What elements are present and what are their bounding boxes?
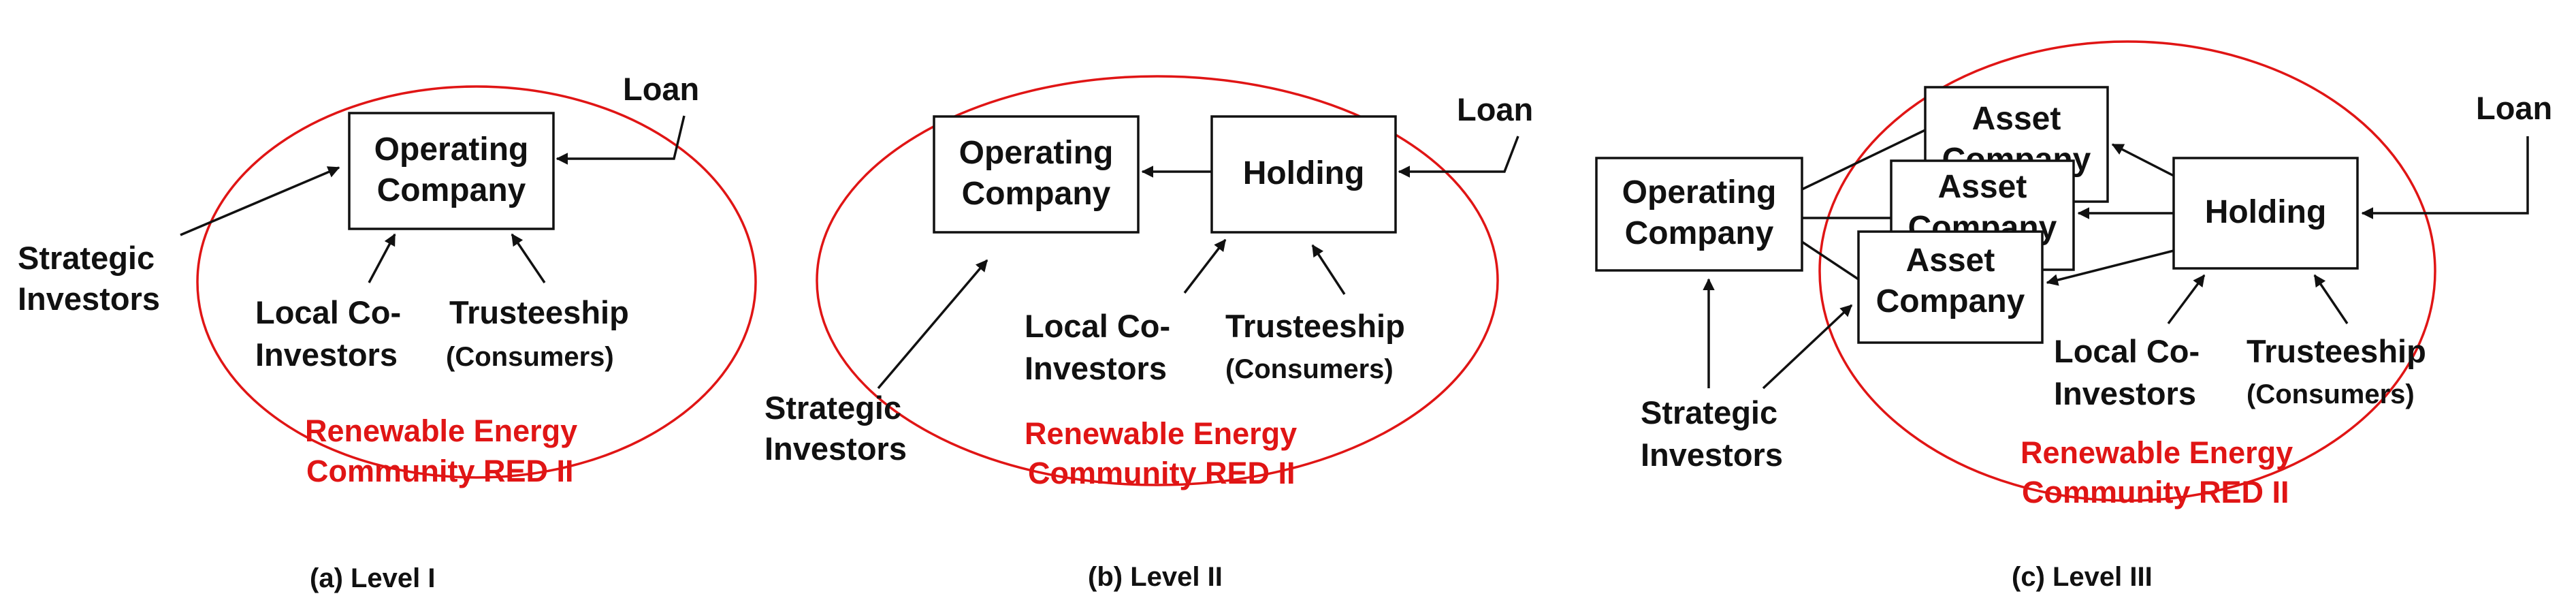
holding-to-asset-arrow-3: [2046, 249, 2174, 286]
strategic-investors-label-1: Strategic: [18, 240, 155, 276]
operating-to-asset-line-1: [1801, 128, 1927, 191]
operating-company-label-2: Company: [377, 172, 526, 208]
strategic-investors-label-1: Strategic: [1641, 394, 1777, 430]
asset-company-3-label-1: Asset: [1906, 242, 1995, 279]
community-label-2: Community RED II: [306, 454, 574, 488]
operating-company-label-1: Operating: [959, 135, 1114, 171]
strategic-investors-label-2: Investors: [18, 281, 160, 317]
consumers-label: (Consumers): [446, 342, 614, 372]
trusteeship-arrow: [1311, 244, 1346, 295]
community-ellipse: [816, 75, 1499, 486]
trusteeship-arrow: [2313, 274, 2349, 324]
community-label-1: Renewable Energy: [1025, 416, 1297, 451]
community-label-1: Renewable Energy: [305, 413, 577, 448]
consumers-label: (Consumers): [2247, 379, 2415, 409]
community-label-1: Renewable Energy: [2020, 435, 2293, 470]
local-co-investors-label-1: Local Co-: [255, 294, 401, 330]
operating-company-label-2: Company: [962, 176, 1111, 212]
holding-box: [1210, 115, 1397, 234]
loan-label: Loan: [2476, 90, 2552, 126]
operating-company-label-1: Operating: [1622, 174, 1777, 210]
local-co-investors-label-2: Investors: [255, 336, 398, 373]
community-label-2: Community RED II: [1028, 456, 1295, 490]
panel-level-3: Operating Company Asset Company Asset Co…: [1595, 40, 2552, 592]
local-co-investors-arrow: [368, 233, 396, 283]
strategic-investors-arrow-2: [1762, 304, 1853, 390]
caption-level-2: (b) Level II: [1088, 562, 1223, 592]
loan-arrow: [1398, 136, 1519, 178]
local-co-investors-label-1: Local Co-: [1025, 308, 1170, 344]
asset-company-1-label-1: Asset: [1972, 101, 2061, 137]
caption-level-1: (a) Level I: [310, 563, 436, 593]
local-co-investors-label-1: Local Co-: [2054, 333, 2200, 369]
local-co-investors-label-2: Investors: [2054, 375, 2196, 411]
local-co-investors-arrow: [2167, 274, 2206, 325]
trusteeship-label: Trusteeship: [2247, 333, 2426, 369]
panel-level-1: Operating Company Loan Strategic Investo…: [18, 71, 757, 593]
holding-label: Holding: [1243, 155, 1365, 191]
community-ellipse: [1818, 40, 2436, 502]
holding-box: [2172, 157, 2359, 270]
holding-to-asset-arrow-1: [2111, 143, 2174, 177]
strategic-investors-arrow: [180, 166, 340, 236]
operating-company-box: [933, 115, 1140, 234]
local-co-investors-label-2: Investors: [1025, 350, 1167, 386]
consumers-label: (Consumers): [1225, 354, 1394, 384]
panel-level-2: Operating Company Holding Loan Strategic…: [764, 75, 1533, 592]
community-ellipse: [196, 85, 757, 479]
holding-label: Holding: [2205, 194, 2327, 230]
trusteeship-label: Trusteeship: [449, 294, 629, 330]
asset-company-2-label-1: Asset: [1938, 169, 2027, 205]
loan-label: Loan: [1457, 91, 1533, 127]
strategic-investors-label-2: Investors: [1641, 437, 1783, 473]
caption-level-3: (c) Level III: [2012, 562, 2153, 592]
loan-label: Loan: [623, 71, 699, 107]
loan-arrow: [2361, 136, 2529, 219]
operating-company-box: [1595, 157, 1803, 272]
trusteeship-label: Trusteeship: [1225, 308, 1405, 344]
community-label-2: Community RED II: [2022, 475, 2289, 510]
strategic-investors-arrow: [877, 259, 988, 390]
local-co-investors-arrow: [1183, 238, 1227, 294]
asset-company-box-3: [1857, 230, 2044, 344]
operating-company-label-2: Company: [1625, 215, 1774, 251]
trusteeship-arrow: [511, 233, 546, 283]
asset-company-3-label-2: Company: [1876, 283, 2025, 319]
loan-arrow: [556, 115, 686, 165]
strategic-investors-label-1: Strategic: [764, 390, 901, 426]
operating-company-label-1: Operating: [374, 131, 529, 168]
operating-company-box: [348, 112, 555, 230]
strategic-investors-label-2: Investors: [764, 430, 907, 467]
